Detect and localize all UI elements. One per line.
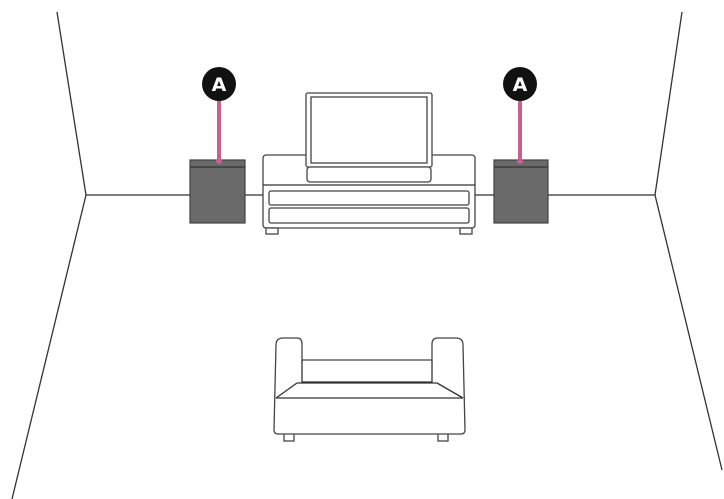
callout-badge-left: A xyxy=(202,67,236,101)
speaker-right xyxy=(494,160,548,223)
speaker-left xyxy=(190,160,245,223)
left-corner-line xyxy=(57,12,86,195)
leader-dot-left xyxy=(216,158,222,164)
tv-stand-shelf-lower xyxy=(269,208,469,223)
callout-badge-right: A xyxy=(503,67,537,101)
callout-label-right: A xyxy=(513,74,528,96)
tv-stand-shelf-upper xyxy=(269,191,469,205)
right-floor-edge xyxy=(655,195,722,470)
tv-stand-leg-left xyxy=(266,228,278,234)
couch-body xyxy=(274,338,465,434)
television xyxy=(306,93,432,182)
tv-screen-inner xyxy=(311,97,427,163)
tv-stand-leg-right xyxy=(460,228,472,234)
tv-base xyxy=(307,167,431,182)
leader-dot-right xyxy=(517,158,523,164)
speaker-left-front xyxy=(190,160,245,223)
right-corner-line xyxy=(655,12,682,195)
speaker-right-front xyxy=(494,160,548,223)
callout-label-left: A xyxy=(212,74,227,96)
left-floor-edge xyxy=(12,195,86,499)
couch xyxy=(274,338,465,441)
